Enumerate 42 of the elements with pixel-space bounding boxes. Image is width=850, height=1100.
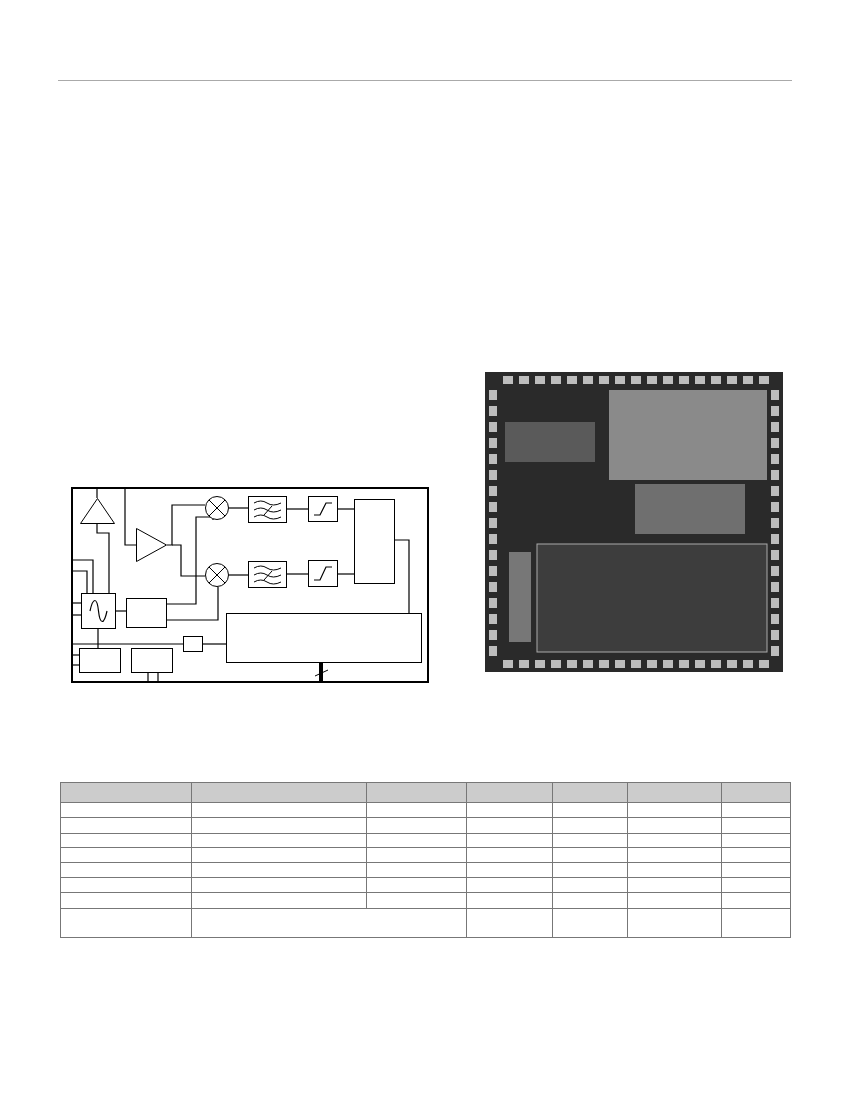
block-box [226,613,422,663]
filter-box [248,561,287,588]
filter-box [248,496,287,523]
signal-line [96,487,98,499]
signal-line [71,643,184,645]
amplifier-triangle [136,528,167,562]
signal-line [394,539,410,614]
limiter-box [308,560,338,587]
block-box [183,636,203,652]
block-box [79,648,121,673]
signal-line [202,643,227,645]
signal-line [147,672,149,682]
signal-line [171,544,206,577]
signal-line [337,508,355,510]
signal-line [71,559,94,594]
signal-line [115,610,127,612]
signal-line [228,574,249,576]
signal-line [71,602,82,604]
signal-line [96,523,110,594]
signal-line [286,573,309,575]
signal-line [71,654,80,656]
bus-line [319,663,323,681]
signal-line [71,664,80,666]
signal-line [157,672,159,682]
signal-line [337,573,355,575]
signal-line [228,507,249,509]
signal-line [124,487,137,546]
oscillator-box [81,593,116,629]
limiter-box [308,496,338,522]
signal-line [71,614,82,616]
amplifier-triangle [80,498,115,524]
block-box [354,499,395,584]
signal-line [166,504,206,546]
signal-line [97,628,99,649]
signal-line [71,570,88,594]
block-box [126,598,167,628]
mixer-symbol [205,563,229,587]
mixer-symbol [205,496,229,520]
signal-line [286,508,309,510]
block-box [131,648,173,673]
signal-line [166,586,219,621]
block-diagram-frame [71,487,429,683]
